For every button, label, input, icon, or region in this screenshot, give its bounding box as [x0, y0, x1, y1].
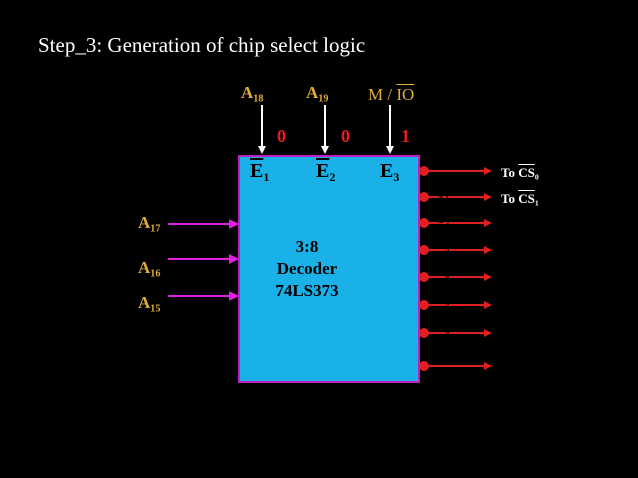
top-input-a18: A18 [241, 83, 264, 105]
output-label-y1: Y1 [436, 186, 450, 203]
enable-e3: E3 [380, 160, 400, 185]
input-label-a: A [188, 204, 201, 223]
slide-title: Step_3: Generation of chip select logic [38, 33, 366, 57]
output-lines [424, 167, 492, 370]
output-label-y5: Y5 [436, 291, 450, 308]
input-label-c: C [188, 277, 200, 296]
output-label-y7: Y7 [444, 345, 458, 362]
output-bubble-1 [419, 192, 429, 202]
output-bubble-2 [419, 218, 429, 228]
enable-e1: E1 [250, 160, 270, 185]
output-bubbles [419, 166, 429, 371]
chip-select-0: To CS0 [501, 165, 539, 182]
addr-a17: A17 [138, 213, 161, 235]
output-bubble-6 [419, 328, 429, 338]
decoder-part: 74LS373 [275, 281, 339, 300]
enable-value-3: 1 [401, 126, 410, 146]
decoder-name: Decoder [276, 259, 338, 278]
decoder-ratio: 3:8 [295, 237, 319, 256]
output-label-y4: Y4 [436, 264, 450, 281]
decoder-label: 3:8 Decoder 74LS373 [239, 236, 375, 302]
enable-e2: E2 [316, 160, 336, 185]
mio-label: M / IO [368, 85, 415, 104]
decoder-box [238, 155, 420, 383]
output-bubble-0 [419, 166, 429, 176]
addr-a16: A16 [138, 258, 161, 280]
output-bubble-5 [419, 300, 429, 310]
output-bubble-4 [419, 272, 429, 282]
addr-a15: A15 [138, 293, 161, 315]
enable-value-1: 0 [277, 126, 286, 146]
chip-select-1: To CS1 [501, 191, 539, 208]
output-label-y2: Y2 [436, 211, 450, 228]
output-label-y0: Y0 [444, 154, 458, 171]
output-bubble-7 [419, 361, 429, 371]
top-input-a19: A19 [306, 83, 329, 105]
input-label-b: B [188, 240, 200, 259]
output-label-y6: Y6 [436, 319, 450, 336]
output-bubble-3 [419, 245, 429, 255]
output-label-y3: Y3 [436, 237, 450, 254]
enable-value-2: 0 [341, 126, 350, 146]
